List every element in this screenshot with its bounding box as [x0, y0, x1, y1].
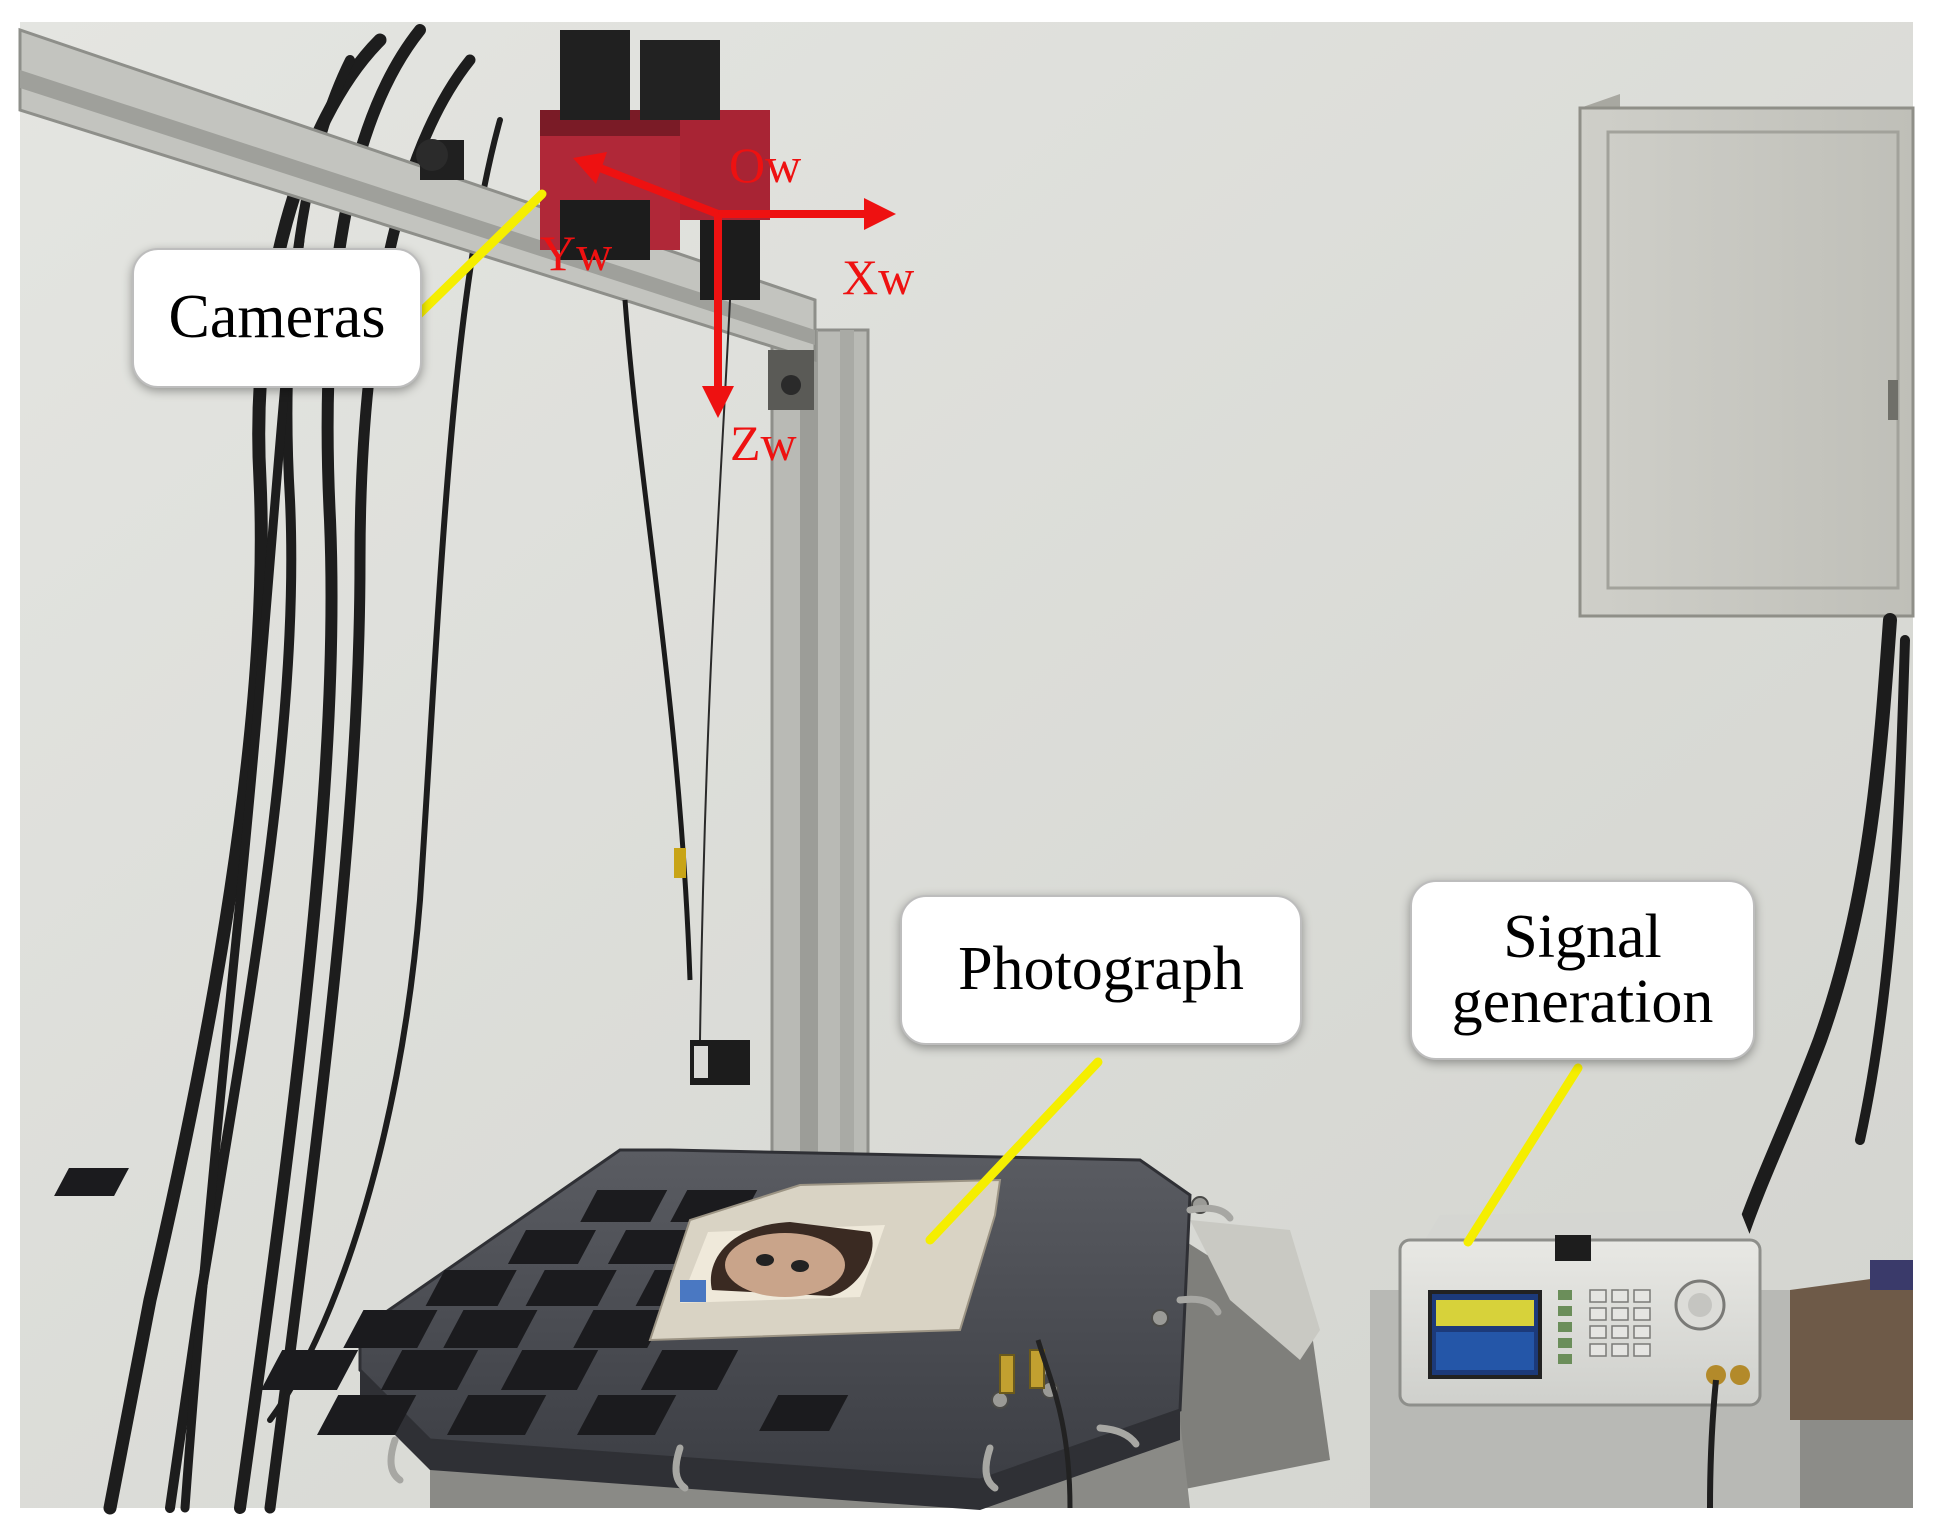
axis-z-label: Zw [730, 415, 797, 471]
hanging-sensor [622, 299, 750, 1085]
axis-origin-label: Ow [729, 137, 802, 193]
photograph-board [648, 1178, 1002, 1342]
callout-cameras: Cameras [132, 248, 422, 388]
plate-sensors [999, 1339, 1073, 1509]
axis-y-arrowhead [573, 152, 607, 184]
signal-generator [1370, 1210, 1820, 1509]
leader-lines [410, 189, 1583, 1247]
callout-signal-line1: Signal [1503, 902, 1662, 971]
leader-line-signal [1463, 1063, 1583, 1247]
axis-y-arrow [598, 164, 720, 218]
leader-line-cameras [410, 189, 547, 323]
coordinate-axes [573, 152, 896, 418]
callout-photograph: Photograph [900, 895, 1302, 1045]
cameras [416, 30, 770, 300]
callout-signal-generation: Signal generation [1410, 880, 1755, 1060]
frame-post [770, 328, 870, 1282]
callout-photograph-text: Photograph [958, 935, 1244, 1004]
axis-y-label: Yw [540, 225, 613, 281]
callout-signal-line2: generation [1451, 968, 1714, 1036]
axis-z-arrowhead [702, 386, 734, 418]
leader-line-photograph [925, 1057, 1103, 1245]
wall-cabinet [1578, 94, 1915, 618]
callout-cameras-text: Cameras [168, 283, 386, 352]
wooden-block [1790, 1260, 1913, 1508]
right-cables [1733, 613, 1910, 1247]
axis-x-label: Xw [842, 249, 915, 305]
axis-x-arrowhead [864, 198, 896, 230]
